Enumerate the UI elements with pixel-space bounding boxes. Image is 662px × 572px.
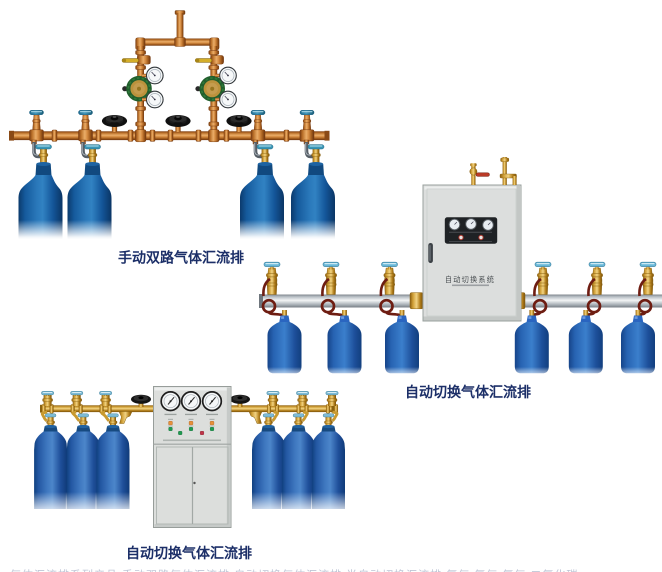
svg-text:自动切换气体汇流排: 自动切换气体汇流排 xyxy=(126,545,252,561)
svg-text:自动切换系统: 自动切换系统 xyxy=(445,275,495,284)
svg-text:气体汇流排系列产品 手动双路气体汇流排 自动切换气体汇流排: 气体汇流排系列产品 手动双路气体汇流排 自动切换气体汇流排 半自动切换汇流排 氧… xyxy=(10,568,578,572)
svg-text:手动双路气体汇流排: 手动双路气体汇流排 xyxy=(118,250,244,266)
svg-text:自动切换气体汇流排: 自动切换气体汇流排 xyxy=(405,384,531,400)
